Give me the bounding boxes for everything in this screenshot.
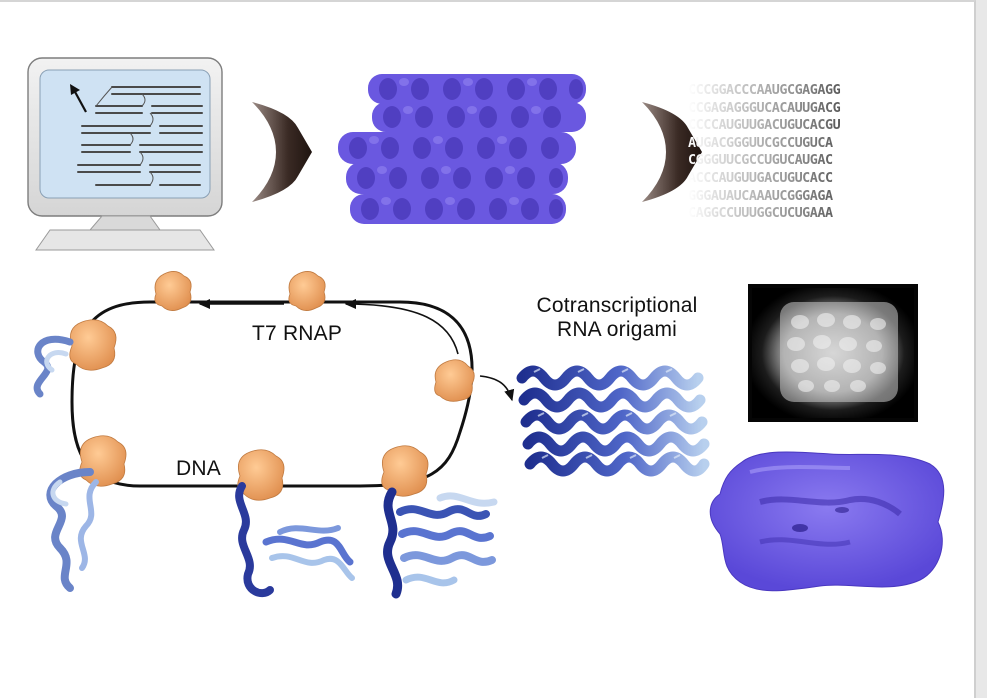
sequence-line: GGGAUAUCAAAUCGGGAGA xyxy=(688,188,938,206)
sequence-line: AUGACGGGUUCGCCUGUCA xyxy=(688,135,938,153)
sequence-line: CCGAGAGGGUCACAUUGACG xyxy=(688,100,938,118)
cotranscriptional-label-line2: RNA origami xyxy=(556,318,678,341)
sequence-line: CCCCAUGUUGACUGUCACGU xyxy=(688,117,938,135)
chevron-arrow-icon xyxy=(252,102,312,202)
nascent-rna-ribbon xyxy=(33,335,74,398)
origami-texture xyxy=(349,78,583,220)
chevron-arrow-icon xyxy=(642,102,702,202)
nascent-rna-ribbon xyxy=(235,482,355,598)
computer-monitor-icon xyxy=(27,57,223,251)
nascent-rna-ribbon xyxy=(46,468,99,592)
t7-rnap-icon xyxy=(69,319,117,371)
t7-rnap-icon xyxy=(381,445,429,497)
cotranscriptional-label: Cotranscriptional RNA origami xyxy=(508,294,726,342)
t7-rnap-icon xyxy=(288,271,326,311)
direction-arrow xyxy=(344,298,459,355)
t7-rnap-label: T7 RNAP xyxy=(252,322,343,345)
dna-label: DNA xyxy=(176,457,221,480)
folded-rna-origami xyxy=(516,365,710,477)
cotranscriptional-label-line1: Cotranscriptional xyxy=(536,294,698,317)
design-blueprint xyxy=(77,86,203,186)
sequence-line: CGGGUUCGCCUGUCAUGAC xyxy=(688,152,938,170)
rna-sequence-block: CCCGGACCCAAUGCGAGAGG CCGAGAGGGUCACAUUGAC… xyxy=(688,82,938,223)
t7-rnap-icon xyxy=(434,359,475,402)
release-arrow xyxy=(479,375,515,402)
cryo-em-map xyxy=(709,451,945,592)
t7-rnap-icon xyxy=(154,271,192,311)
arrow-cursor-icon xyxy=(70,84,87,113)
t7-rnap-icon xyxy=(237,449,285,501)
t7-rnap-icon xyxy=(79,435,127,487)
sequence-line: ACCCAUGUUGACUGUCACC xyxy=(688,170,938,188)
sequence-line: CCCGGACCCAAUGCGAGAGG xyxy=(688,82,938,100)
sequence-line: CAGGCCUUUGGCUCUGAAA xyxy=(688,205,938,223)
nascent-rna-ribbon xyxy=(383,487,498,599)
em-micrograph xyxy=(748,284,918,422)
helix-highlights xyxy=(533,368,681,459)
